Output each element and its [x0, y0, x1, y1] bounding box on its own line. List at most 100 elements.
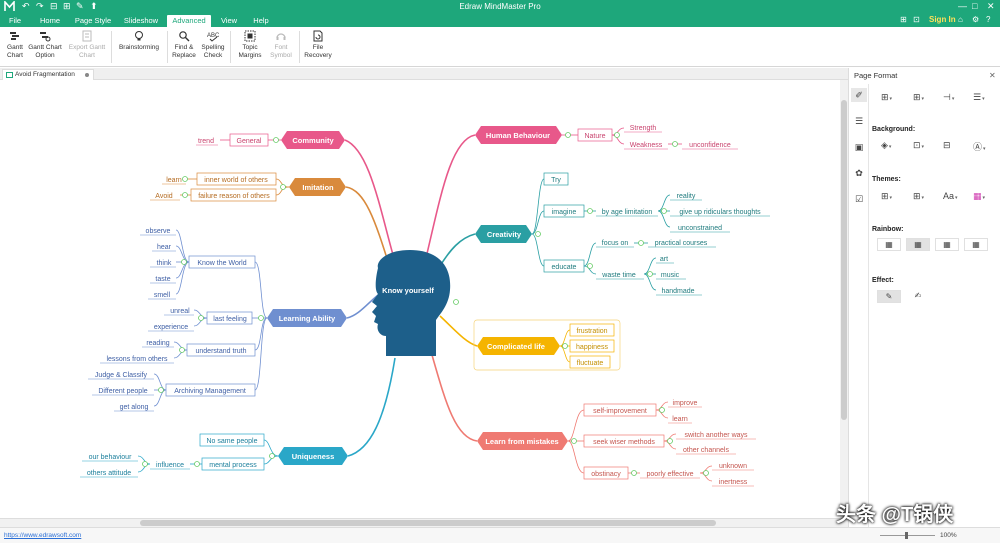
leaf-weakness[interactable]: Weakness: [630, 142, 663, 149]
tab-file[interactable]: File: [8, 16, 22, 25]
page-format-icon[interactable]: ✐: [851, 88, 867, 102]
layout-icon[interactable]: ⊞▾: [881, 92, 893, 102]
leaf-reality[interactable]: reality: [677, 193, 696, 200]
subtopic-inner-world[interactable]: [196, 172, 277, 186]
subtopic-self-improvement[interactable]: [583, 403, 657, 417]
theme-style-icon[interactable]: ⊞▾: [913, 191, 925, 201]
new-file-icon[interactable]: ⊟: [50, 1, 58, 11]
background-remove-icon[interactable]: ⊟: [943, 140, 951, 150]
close-window-button[interactable]: ✕: [987, 1, 995, 11]
topic-learning-ability[interactable]: Learning Ability: [267, 309, 347, 327]
theme-font-icon[interactable]: Aa▾: [943, 191, 958, 201]
subtopic-general[interactable]: [229, 133, 269, 147]
subtopic-last-feeling[interactable]: [206, 311, 253, 325]
tab-page-style[interactable]: Page Style: [74, 16, 112, 25]
leaf-learn[interactable]: learn: [166, 177, 182, 184]
unsaved-dot-icon[interactable]: [85, 73, 89, 77]
subtopic-know-the-world[interactable]: [188, 255, 256, 269]
leaf-give-up-ridiculars[interactable]: give up ridiculars thoughts: [679, 209, 761, 216]
save-icon[interactable]: ✎: [76, 1, 84, 11]
leaf-reading[interactable]: reading: [146, 340, 169, 347]
redo-icon[interactable]: ↷: [36, 1, 44, 11]
home-icon[interactable]: ⌂: [958, 15, 963, 24]
leaf-by-age-limitation[interactable]: by age limitation: [602, 209, 653, 216]
clipart-icon[interactable]: ▣: [854, 142, 864, 152]
export-gantt-chart-button[interactable]: Export Gantt Chart: [66, 30, 108, 60]
subtopic-fluctuate[interactable]: [569, 355, 611, 369]
leaf-art[interactable]: art: [660, 256, 668, 263]
leaf-our-behaviour[interactable]: our behaviour: [89, 454, 132, 461]
topic-learn-from-mistakes[interactable]: Learn from mistakes: [477, 432, 568, 450]
central-topic[interactable]: Know yourself: [372, 250, 451, 356]
horizontal-scroll-thumb[interactable]: [140, 520, 716, 526]
leaf-avoid[interactable]: Avoid: [155, 193, 172, 200]
leaf-inertness[interactable]: inertness: [719, 479, 748, 486]
rainbow-option-2[interactable]: ▦: [906, 238, 930, 251]
present-icon[interactable]: ⊡: [913, 15, 920, 24]
brainstorming-button[interactable]: Brainstorming: [114, 30, 164, 52]
background-image-icon[interactable]: ⊡▾: [913, 140, 925, 150]
leaf-music[interactable]: music: [661, 272, 680, 279]
subtopic-no-same-people[interactable]: [199, 433, 265, 447]
file-recovery-button[interactable]: File Recovery: [302, 30, 334, 60]
font-symbol-button[interactable]: Font Symbol: [266, 30, 296, 60]
leaf-switch-another-ways[interactable]: switch another ways: [684, 432, 748, 439]
subtopic-frustration[interactable]: [569, 323, 615, 337]
topic-margins-button[interactable]: Topic Margins: [234, 30, 266, 60]
topic-creativity[interactable]: Creativity: [475, 225, 532, 243]
website-link[interactable]: https://www.edrawsoft.com: [4, 532, 82, 539]
minimize-button[interactable]: —: [958, 1, 967, 11]
theme-layout-icon[interactable]: ⊞▾: [881, 191, 893, 201]
leaf-poorly-effective[interactable]: poorly effective: [647, 471, 694, 478]
gantt-chart-option-button[interactable]: Gantt Chart Option: [27, 30, 63, 60]
rainbow-option-3[interactable]: ▦: [935, 238, 959, 251]
spelling-check-button[interactable]: ABC Spelling Check: [199, 30, 227, 60]
leaf-think[interactable]: think: [157, 260, 172, 267]
panel-close-icon[interactable]: ✕: [989, 71, 996, 80]
export-icon[interactable]: ⬆: [90, 1, 98, 11]
leaf-taste[interactable]: taste: [155, 276, 170, 283]
subtopic-happiness[interactable]: [569, 339, 615, 353]
document-tab[interactable]: Avoid Fragmentation: [2, 69, 94, 80]
topic-community[interactable]: Community: [281, 131, 345, 149]
subtopic-imagine[interactable]: [543, 204, 585, 218]
theme-color-icon[interactable]: ▦▾: [973, 191, 986, 201]
theme-icon[interactable]: ✿: [855, 168, 863, 178]
leaf-different-people[interactable]: Different people: [98, 388, 147, 395]
leaf-unreal[interactable]: unreal: [170, 308, 190, 315]
zoom-slider-knob[interactable]: [905, 532, 908, 539]
rainbow-option-4[interactable]: ▦: [964, 238, 988, 251]
rainbow-option-1[interactable]: ▦: [877, 238, 901, 251]
topic-imitation[interactable]: Imitation: [289, 178, 346, 196]
tab-help[interactable]: Help: [253, 16, 269, 25]
effect-option-1[interactable]: ✎: [877, 290, 901, 303]
share-icon[interactable]: ⊞: [900, 15, 907, 24]
task-icon[interactable]: ☑: [854, 194, 864, 204]
help-icon[interactable]: ?: [986, 15, 991, 24]
horizontal-scrollbar[interactable]: [0, 518, 848, 527]
topic-complicated-life[interactable]: Complicated life: [473, 319, 621, 371]
topic-human-behaviour[interactable]: Human Behaviour: [475, 126, 562, 144]
effect-option-2[interactable]: ✍: [914, 291, 922, 300]
leaf-get-along[interactable]: get along: [120, 404, 149, 411]
leaf-focus-on[interactable]: focus on: [602, 240, 629, 247]
tab-advanced[interactable]: Advanced: [167, 15, 211, 27]
mindmap-canvas[interactable]: Know yourself Community Imitation Learni…: [0, 80, 840, 518]
subtopic-educate[interactable]: [543, 259, 585, 273]
tab-home[interactable]: Home: [39, 16, 60, 25]
outline-icon[interactable]: ☰: [854, 116, 864, 126]
leaf-hear[interactable]: hear: [157, 244, 172, 251]
undo-icon[interactable]: ↶: [22, 1, 30, 11]
leaf-smell[interactable]: smell: [154, 292, 171, 299]
sign-in-link[interactable]: Sign In: [929, 15, 956, 24]
leaf-handmade[interactable]: handmade: [661, 288, 694, 295]
open-file-icon[interactable]: ⊞: [63, 1, 71, 11]
subtopic-understand-truth[interactable]: [186, 343, 256, 357]
gantt-chart-button[interactable]: Gantt Chart: [3, 30, 27, 60]
leaf-observe[interactable]: observe: [146, 228, 171, 235]
leaf-influence[interactable]: influence: [156, 462, 184, 469]
leaf-learn-mistakes[interactable]: learn: [672, 416, 688, 423]
leaf-judge-classify[interactable]: Judge & Classify: [95, 372, 148, 379]
connector-style-icon[interactable]: ⊣▾: [943, 92, 955, 102]
subtopic-archiving-management[interactable]: [165, 383, 256, 397]
